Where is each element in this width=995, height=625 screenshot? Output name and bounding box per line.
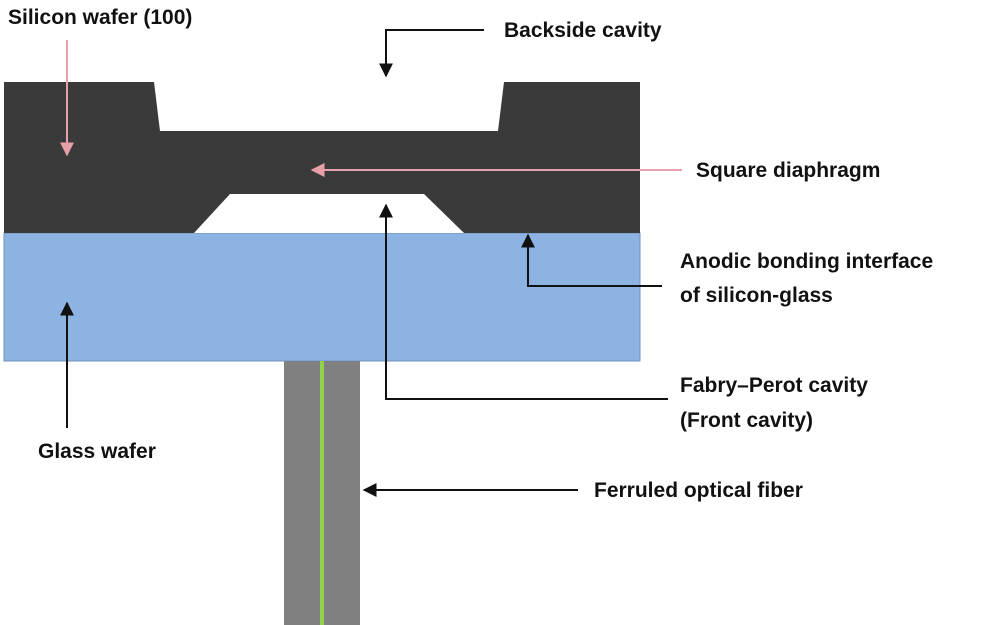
fabry-perot-label-line2: (Front cavity) <box>680 409 813 432</box>
glass-wafer-label: Glass wafer <box>38 440 156 463</box>
silicon-wafer-layer <box>4 82 640 233</box>
front-cavity <box>194 194 464 233</box>
fabry-perot-arrow <box>379 203 668 400</box>
square-diaphragm-label: Square diaphragm <box>696 159 880 182</box>
fabry-perot-label-line1: Fabry–Perot cavity <box>680 374 868 397</box>
glass-wafer-layer <box>3 232 641 362</box>
anodic-bonding-label-line1: Anodic bonding interface <box>680 250 933 273</box>
fiber-core <box>320 361 324 625</box>
anodic-bonding-arrow <box>521 233 662 287</box>
anodic-bonding-label-line2: of silicon-glass <box>680 284 833 307</box>
backside-cavity-label: Backside cavity <box>504 19 662 42</box>
optical-fiber-label: Ferruled optical fiber <box>594 479 803 502</box>
backside-cavity-arrow <box>379 29 484 78</box>
silicon-wafer-label: Silicon wafer (100) <box>8 6 192 29</box>
